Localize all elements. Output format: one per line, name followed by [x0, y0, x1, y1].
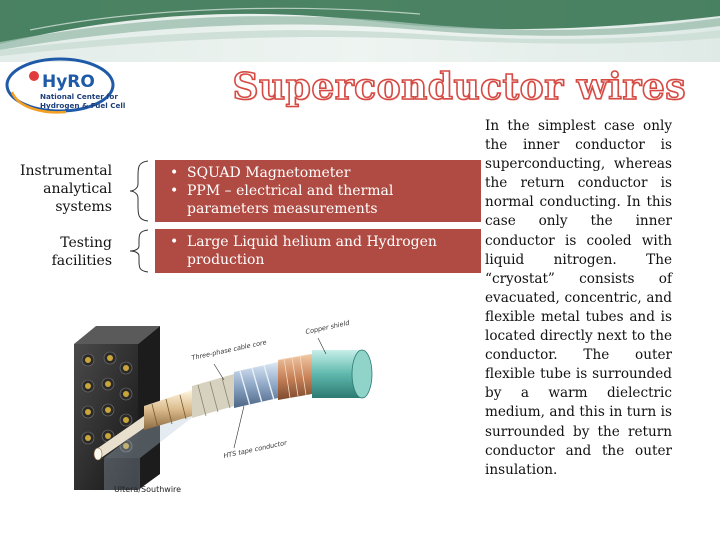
hts-tape-label: HTS tape conductor — [223, 438, 289, 460]
testing-facilities-box: Large Liquid helium and Hydrogen product… — [155, 229, 481, 273]
svg-text:Hydrogen & Fuel Cell: Hydrogen & Fuel Cell — [40, 101, 125, 110]
list-item: PPM – electrical and thermal parameters … — [169, 182, 473, 218]
copper-shield-label: Copper shield — [305, 319, 351, 336]
instrumental-systems-box: SQUAD Magnetometer PPM – electrical and … — [155, 160, 481, 222]
row-label-testing: Testing facilities — [51, 235, 112, 269]
header-banner — [0, 0, 720, 62]
svg-text:HyRO: HyRO — [42, 72, 95, 92]
list-item: SQUAD Magnetometer — [169, 164, 473, 182]
cable-core-label: Three-phase cable core — [191, 338, 268, 362]
cable-figure: Copper shield Three-phase cable core HTS… — [74, 298, 414, 498]
hyro-logo: HyRO National Center for Hydrogen & Fuel… — [4, 54, 132, 120]
svg-text:National Center for: National Center for — [40, 92, 118, 101]
slide-title: Superconductor wires — [232, 65, 687, 109]
brace-icon — [129, 160, 149, 222]
conductor-socket-icon — [81, 351, 133, 453]
figure-credit: Ultera/Southwire — [114, 485, 181, 494]
description-text: In the simplest case only the inner cond… — [485, 118, 672, 478]
brace-icon — [129, 229, 149, 273]
row-label-instrumental: Instrumental analytical systems — [20, 163, 113, 215]
logo-dot-icon — [29, 71, 39, 81]
list-item: Large Liquid helium and Hydrogen product… — [169, 233, 473, 269]
